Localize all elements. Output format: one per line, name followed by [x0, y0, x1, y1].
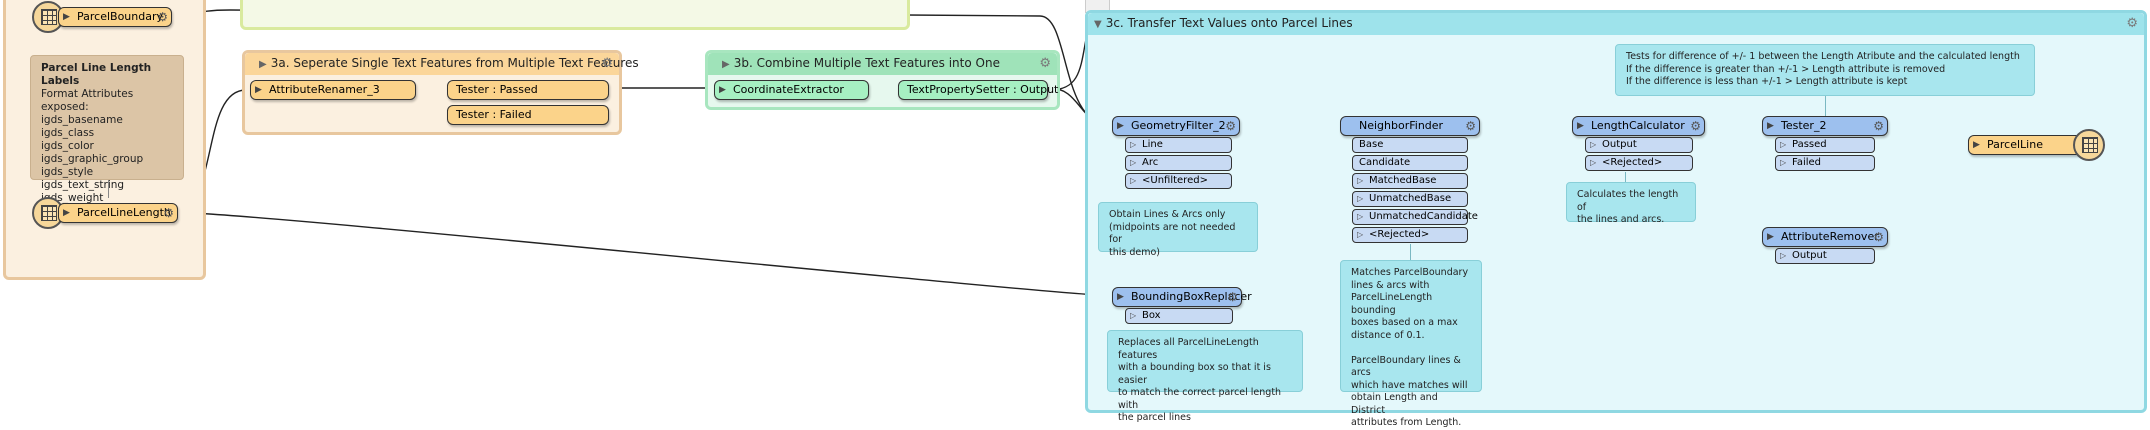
tester-failed-port[interactable]: Tester : Failed: [447, 105, 609, 125]
port-matchedbase[interactable]: ▷MatchedBase: [1352, 173, 1468, 189]
port-arrow-icon: ▷: [1590, 140, 1597, 149]
port-unmatchedbase[interactable]: ▷UnmatchedBase: [1352, 191, 1468, 207]
input-arrow-icon: ▶: [1767, 121, 1774, 131]
expand-arrow-icon[interactable]: ▶: [1973, 140, 1980, 150]
attribute-item: igds_style: [41, 166, 94, 178]
expand-arrow-icon[interactable]: ▶: [63, 12, 70, 22]
boundingboxreplacer-annotation[interactable]: Replaces all ParcelLineLength features w…: [1107, 330, 1303, 423]
attributeremover[interactable]: ▶ AttributeRemover ⚙: [1762, 227, 1888, 247]
gear-icon[interactable]: ⚙: [2126, 16, 2138, 31]
gear-icon[interactable]: ⚙: [1225, 119, 1236, 133]
lengthcalculator[interactable]: ▶ LengthCalculator ⚙: [1572, 116, 1705, 136]
attribute-item: igds_text_string: [41, 179, 125, 191]
port-arrow-icon: ▷: [1590, 158, 1597, 167]
port-rejected[interactable]: ▷<Rejected>: [1352, 227, 1468, 243]
annotation-connector: [108, 180, 109, 198]
gear-icon[interactable]: ⚙: [157, 10, 168, 24]
port-box[interactable]: ▷Box: [1125, 308, 1233, 324]
lengthcalculator-annotation[interactable]: Calculates the length of the lines and a…: [1566, 182, 1696, 225]
gear-icon[interactable]: ⚙: [601, 56, 613, 71]
writer-parcelline[interactable]: ▶ ParcelLine: [1968, 135, 2088, 155]
attributerenamer-3[interactable]: ▶ AttributeRenamer_3: [250, 80, 416, 100]
port-arrow-icon: ▷: [1357, 176, 1364, 185]
annotation-title: Parcel Line Length Labels: [41, 62, 152, 87]
annotation-connector: [1625, 172, 1626, 182]
bookmark-3b-title: 3b. Combine Multiple Text Features into …: [733, 56, 1000, 70]
input-arrow-icon: ▶: [1117, 121, 1124, 131]
port-arrow-icon: ▷: [1130, 176, 1137, 185]
bookmark-3c-title: 3c. Transfer Text Values onto Parcel Lin…: [1105, 16, 1353, 30]
writer-parcelline-icon[interactable]: [2073, 129, 2105, 161]
reader-parcellinelength[interactable]: ▶ ParcelLineLength ⚙: [58, 203, 178, 223]
attribute-item: igds_class: [41, 127, 95, 139]
port-arrow-icon: ▷: [1357, 194, 1364, 203]
gear-icon[interactable]: ⚙: [1873, 119, 1884, 133]
parcel-line-labels-annotation[interactable]: Parcel Line Length Labels Format Attribu…: [30, 55, 184, 204]
gear-icon[interactable]: ⚙: [1227, 290, 1238, 304]
port-failed[interactable]: ▷Failed: [1775, 155, 1875, 171]
boundingboxreplacer[interactable]: ▶ BoundingBoxReplacer ⚙: [1112, 287, 1252, 307]
attribute-item: igds_graphic_group: [41, 153, 144, 165]
neighborfinder[interactable]: NeighborFinder ⚙: [1340, 116, 1480, 136]
port-unfiltered[interactable]: ▷<Unfiltered>: [1125, 173, 1232, 189]
port-unmatchedcandidate[interactable]: ▷UnmatchedCandidate: [1352, 209, 1478, 225]
tester-2[interactable]: ▶ Tester_2 ⚙: [1762, 116, 1888, 136]
gear-icon[interactable]: ⚙: [163, 206, 174, 220]
attribute-item: igds_color: [41, 140, 94, 152]
neighborfinder-annotation[interactable]: Matches ParcelBoundary lines & arcs with…: [1340, 260, 1482, 428]
tester-passed-port[interactable]: Tester : Passed: [447, 80, 609, 100]
coordinateextractor[interactable]: ▶ CoordinateExtractor: [714, 80, 869, 100]
textpropertysetter-output[interactable]: TextPropertySetter : Output: [898, 80, 1058, 100]
port-arrow-icon: ▷: [1130, 158, 1137, 167]
input-arrow-icon: ▶: [1767, 232, 1774, 242]
input-candidate[interactable]: Candidate: [1352, 155, 1468, 171]
geometryfilter-2[interactable]: ▶ GeometryFilter_2 ⚙: [1112, 116, 1240, 136]
input-arrow-icon: ▶: [719, 85, 726, 95]
gear-icon[interactable]: ⚙: [1039, 56, 1051, 71]
bookmark-3a-title: 3a. Seperate Single Text Features from M…: [270, 56, 639, 70]
collapse-triangle-icon[interactable]: ▼: [1094, 19, 1102, 30]
expand-arrow-icon[interactable]: ▶: [63, 208, 70, 218]
port-arrow-icon: ▷: [1780, 158, 1787, 167]
gear-icon[interactable]: ⚙: [1465, 119, 1476, 133]
gear-icon[interactable]: ⚙: [1873, 230, 1884, 244]
port-line[interactable]: ▷Line: [1125, 137, 1232, 153]
reader-parcelboundary[interactable]: ▶ ParcelBoundary ⚙: [58, 7, 172, 27]
annotation-connector: [1410, 244, 1411, 260]
annotation-connector: [1825, 96, 1826, 116]
port-arrow-icon: ▷: [1780, 251, 1787, 260]
collapse-triangle-icon[interactable]: ▶: [259, 59, 267, 70]
input-arrow-icon: ▶: [1577, 121, 1584, 131]
port-arrow-icon: ▷: [1130, 311, 1137, 320]
collapse-triangle-icon[interactable]: ▶: [722, 59, 730, 70]
attribute-item: igds_basename: [41, 114, 123, 126]
tester-annotation[interactable]: Tests for difference of +/- 1 between th…: [1615, 44, 2035, 96]
port-passed[interactable]: ▷Passed: [1775, 137, 1875, 153]
annotation-subtitle: Format Attributes exposed:: [41, 88, 134, 113]
port-output[interactable]: ▷Output: [1585, 137, 1693, 153]
port-arrow-icon: ▷: [1780, 140, 1787, 149]
port-arc[interactable]: ▷Arc: [1125, 155, 1232, 171]
gear-icon[interactable]: ⚙: [1690, 119, 1701, 133]
port-output[interactable]: ▷Output: [1775, 248, 1875, 264]
input-base[interactable]: Base: [1352, 137, 1468, 153]
bookmark-top-partial[interactable]: [240, 0, 910, 30]
geometryfilter-annotation[interactable]: Obtain Lines & Arcs only (midpoints are …: [1098, 202, 1258, 258]
input-arrow-icon: ▶: [1117, 292, 1124, 302]
port-arrow-icon: ▷: [1130, 140, 1137, 149]
input-arrow-icon: ▶: [255, 85, 262, 95]
port-arrow-icon: ▷: [1357, 212, 1364, 221]
port-rejected[interactable]: ▷<Rejected>: [1585, 155, 1693, 171]
port-arrow-icon: ▷: [1357, 230, 1364, 239]
